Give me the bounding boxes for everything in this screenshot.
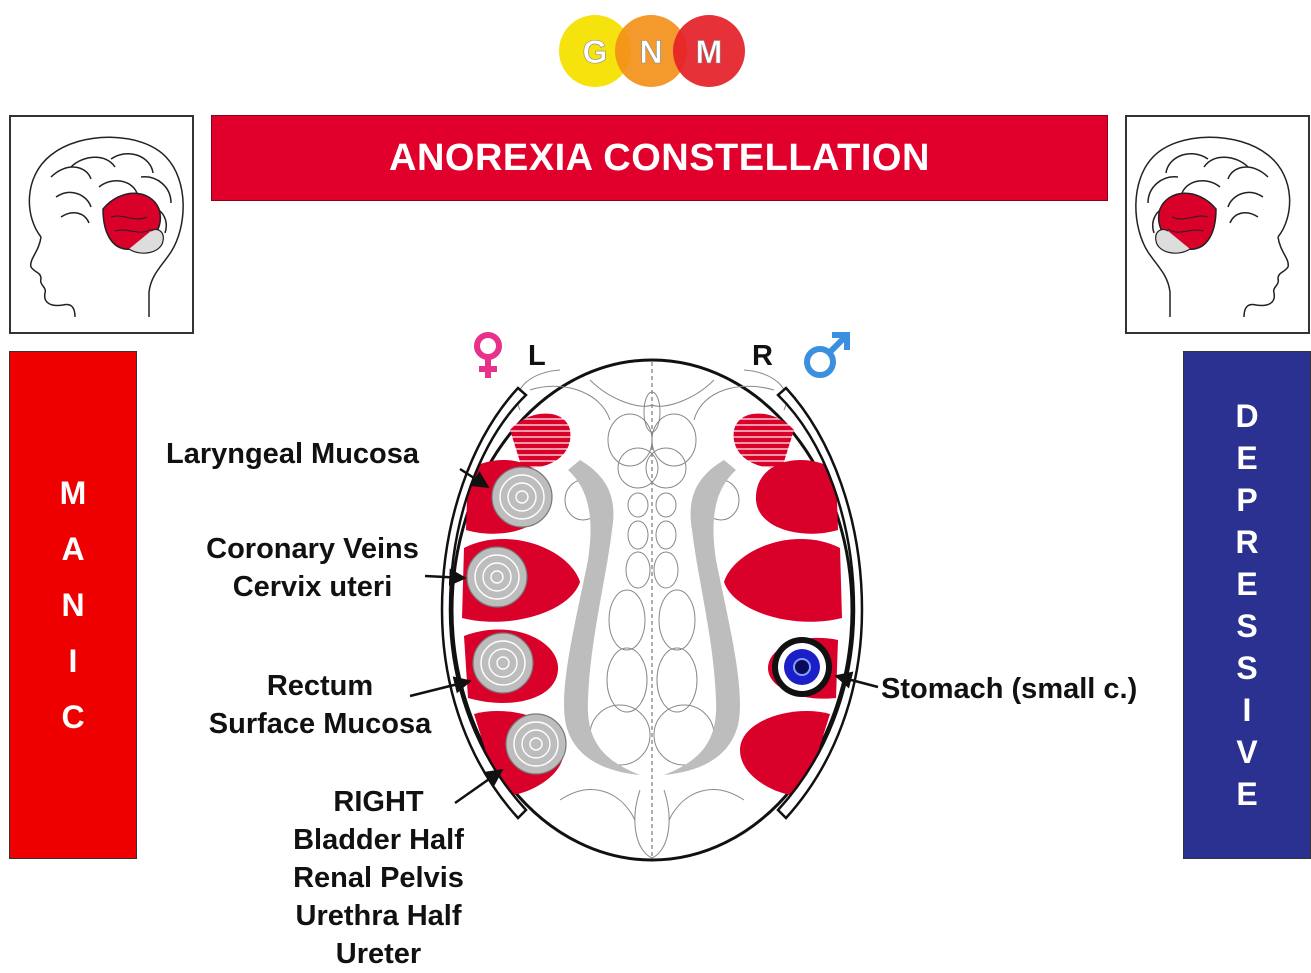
label-stomach: Stomach (small c.)	[881, 670, 1137, 708]
label-line: Cervix uteri	[150, 568, 475, 606]
label-line: Coronary Veins	[150, 530, 475, 568]
manic-letter: I	[69, 645, 78, 677]
brain-head-icon	[1127, 117, 1308, 332]
label-laryngeal-mucosa: Laryngeal Mucosa	[166, 435, 419, 473]
page-title: ANOREXIA CONSTELLATION	[389, 137, 930, 180]
depressive-bar: D E P R E S S I V E	[1183, 351, 1311, 859]
label-coronary-cervix: Coronary Veins Cervix uteri	[150, 530, 475, 606]
focus-bladder	[506, 714, 566, 774]
label-line: RIGHT	[250, 783, 507, 821]
label-line: Rectum	[170, 667, 470, 705]
label-line: Renal Pelvis	[250, 859, 507, 897]
manic-letter: M	[60, 477, 87, 509]
focus-stomach	[772, 637, 832, 697]
label-line: Surface Mucosa	[170, 705, 470, 743]
title-banner: ANOREXIA CONSTELLATION	[211, 115, 1108, 201]
focus-coronary	[467, 547, 527, 607]
depressive-letter: E	[1236, 568, 1257, 600]
manic-bar: M A N I C	[9, 351, 137, 859]
focus-rectum	[473, 633, 533, 693]
depressive-letter: V	[1236, 736, 1257, 768]
label-line: Bladder Half	[250, 821, 507, 859]
brain-panel-right	[1125, 115, 1310, 334]
depressive-letter: E	[1236, 778, 1257, 810]
focus-laryngeal	[492, 467, 552, 527]
logo-letter-n: N	[639, 34, 662, 70]
depressive-letter: S	[1236, 652, 1257, 684]
brain-head-icon	[11, 117, 192, 332]
label-line: Urethra Half	[250, 897, 507, 935]
label-bladder: RIGHT Bladder Half Renal Pelvis Urethra …	[250, 783, 507, 973]
brain-panel-left	[9, 115, 194, 334]
depressive-letter: D	[1235, 400, 1258, 432]
label-rectum: Rectum Surface Mucosa	[170, 667, 470, 743]
manic-letter: C	[61, 701, 84, 733]
logo-letter-g: G	[583, 34, 608, 70]
manic-letter: N	[61, 589, 84, 621]
label-line: Ureter	[250, 935, 507, 973]
depressive-letter: E	[1236, 442, 1257, 474]
gnm-logo: G N M	[553, 10, 753, 92]
logo-letter-m: M	[696, 34, 723, 70]
depressive-letter: P	[1236, 484, 1257, 516]
depressive-letter: R	[1235, 526, 1258, 558]
depressive-letter: I	[1243, 694, 1252, 726]
depressive-letter: S	[1236, 610, 1257, 642]
manic-letter: A	[61, 533, 84, 565]
